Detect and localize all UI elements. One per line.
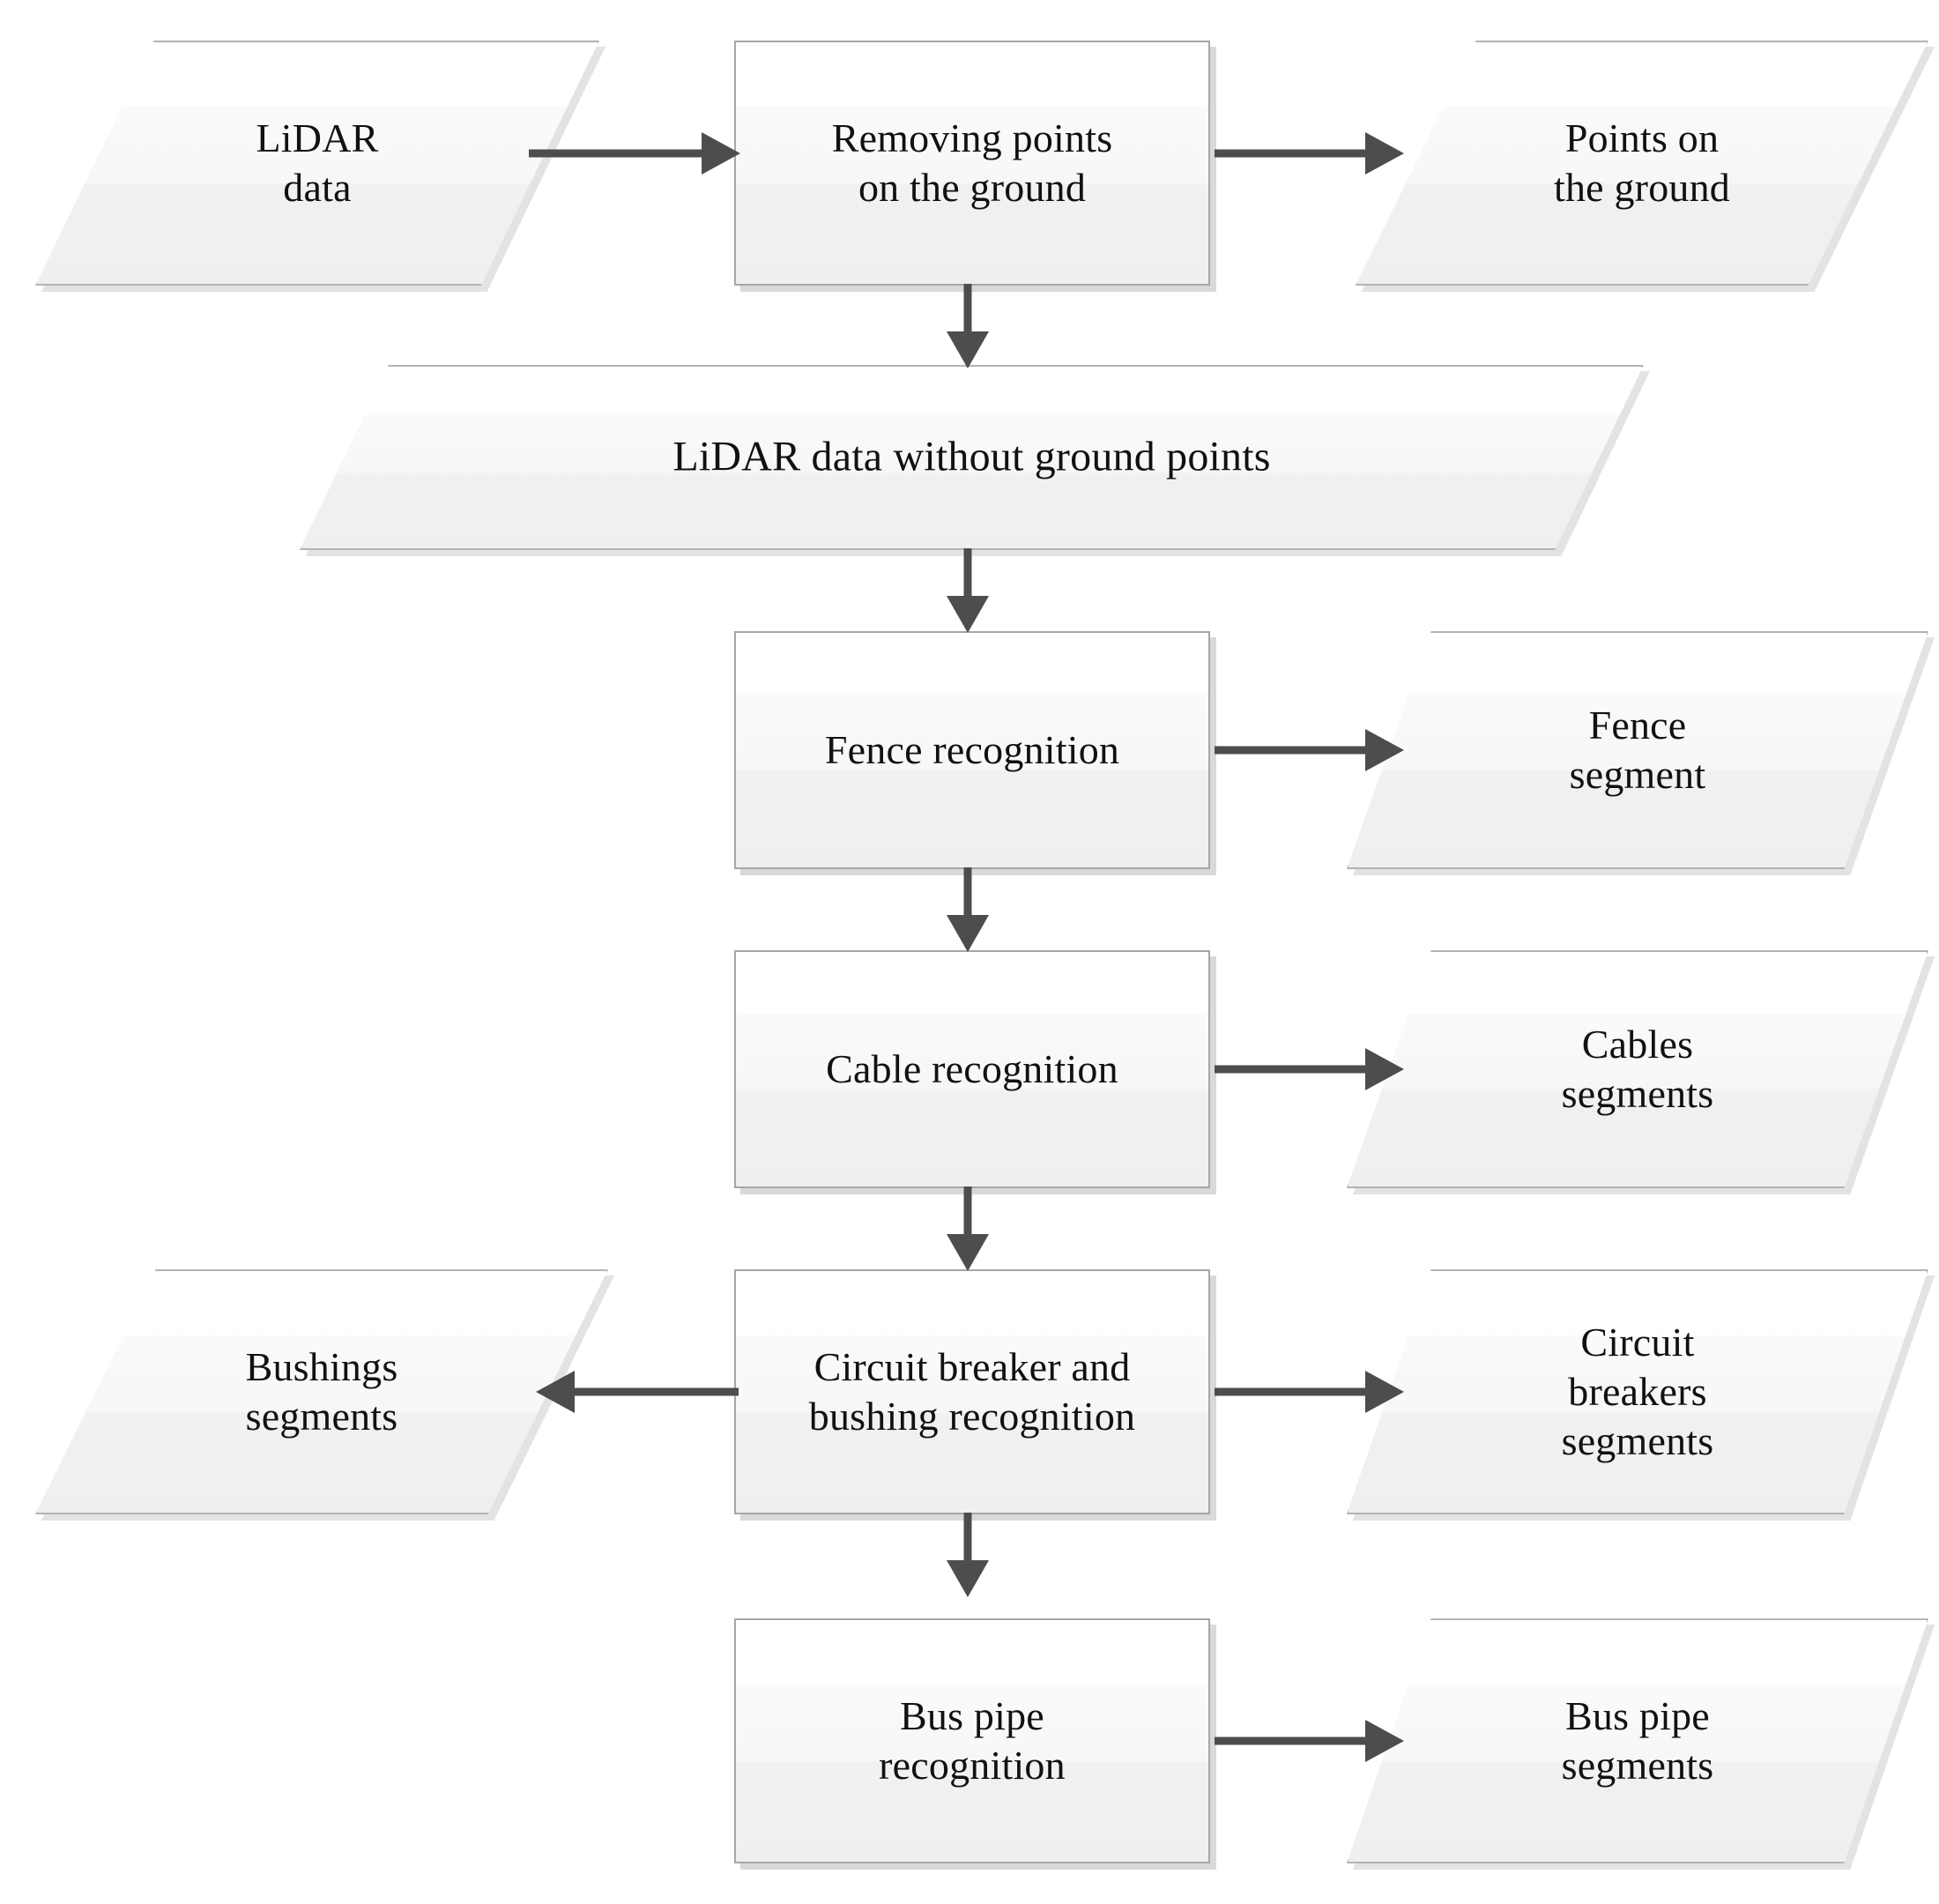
node-label: LiDAR data <box>256 115 379 210</box>
node-face <box>1347 1269 1928 1514</box>
node-circuit-breaker-bushing-recognition[interactable]: Circuit breaker and bushing recognition <box>734 1269 1216 1521</box>
arrow-down-icon <box>947 1186 989 1271</box>
arrow-down-icon <box>947 1513 989 1597</box>
node-points-on-ground[interactable]: Points on the ground <box>1356 41 1935 292</box>
arrow-right-icon <box>1215 729 1404 771</box>
node-removing-ground[interactable]: Removing points on the ground <box>734 41 1216 292</box>
node-fence-recognition[interactable]: Fence recognition <box>734 631 1216 875</box>
node-label: Fence segment <box>1569 702 1706 797</box>
node-cable-recognition[interactable]: Cable recognition <box>734 950 1216 1194</box>
node-lidar-without-ground-points[interactable]: LiDAR data without ground points <box>300 365 1650 556</box>
node-label: LiDAR data without ground points <box>672 433 1271 480</box>
node-label: Circuit breaker and bushing recognition <box>808 1343 1136 1439</box>
arrow-right-icon <box>1215 1371 1404 1413</box>
edge-buspipe-to-buspipesegments <box>1215 1720 1404 1762</box>
edge-removing-to-nogroundpoints <box>947 284 989 368</box>
node-face <box>734 1269 1210 1514</box>
node-bushings-segments[interactable]: Bushings segments <box>35 1269 614 1521</box>
arrow-left-icon <box>536 1371 739 1413</box>
edge-breaker-to-breakersegments <box>1215 1371 1404 1413</box>
node-bus-pipe-segments[interactable]: Bus pipe segments <box>1347 1618 1935 1870</box>
node-label: Cable recognition <box>826 1045 1118 1091</box>
arrow-down-icon <box>947 548 989 633</box>
arrow-down-icon <box>947 867 989 952</box>
node-label: Bus pipe segments <box>1561 1692 1714 1788</box>
edge-breaker-to-buspipe <box>947 1513 989 1597</box>
edge-fence-to-fencesegment <box>1215 729 1404 771</box>
node-face <box>734 631 1210 869</box>
node-face <box>734 41 1210 286</box>
arrow-right-icon <box>1215 132 1404 175</box>
arrow-down-icon <box>947 284 989 368</box>
edge-removing-to-points <box>1215 132 1404 175</box>
node-circuit-breakers-segments[interactable]: Circuit breakers segments <box>1347 1269 1935 1521</box>
node-label: Cables segments <box>1561 1021 1714 1116</box>
arrow-right-icon <box>1215 1048 1404 1090</box>
node-label: Points on the ground <box>1553 115 1730 210</box>
node-label: Bushings segments <box>245 1343 398 1439</box>
node-face <box>734 950 1210 1188</box>
node-face <box>1347 950 1928 1188</box>
node-face <box>1347 631 1928 869</box>
node-face <box>734 1618 1210 1863</box>
node-face <box>1347 1618 1928 1863</box>
edge-breaker-to-bushings <box>536 1371 739 1413</box>
node-bus-pipe-recognition[interactable]: Bus pipe recognition <box>734 1618 1216 1870</box>
edge-fence-to-cable <box>947 867 989 952</box>
edge-lidar-to-removing <box>529 132 740 175</box>
node-label: Circuit breakers segments <box>1561 1319 1714 1464</box>
arrow-right-icon <box>1215 1720 1404 1762</box>
edge-cable-to-cablesegments <box>1215 1048 1404 1090</box>
node-fence-segment[interactable]: Fence segment <box>1347 631 1935 875</box>
node-cables-segments[interactable]: Cables segments <box>1347 950 1935 1194</box>
arrow-right-icon <box>529 132 740 175</box>
edge-nogroundpoints-to-fence <box>947 548 989 633</box>
node-lidar-data[interactable]: LiDAR data <box>35 41 605 292</box>
node-label: Fence recognition <box>824 726 1120 772</box>
node-label: Removing points on the ground <box>831 115 1113 210</box>
node-label: Bus pipe recognition <box>879 1692 1066 1788</box>
edge-cable-to-breaker <box>947 1186 989 1271</box>
